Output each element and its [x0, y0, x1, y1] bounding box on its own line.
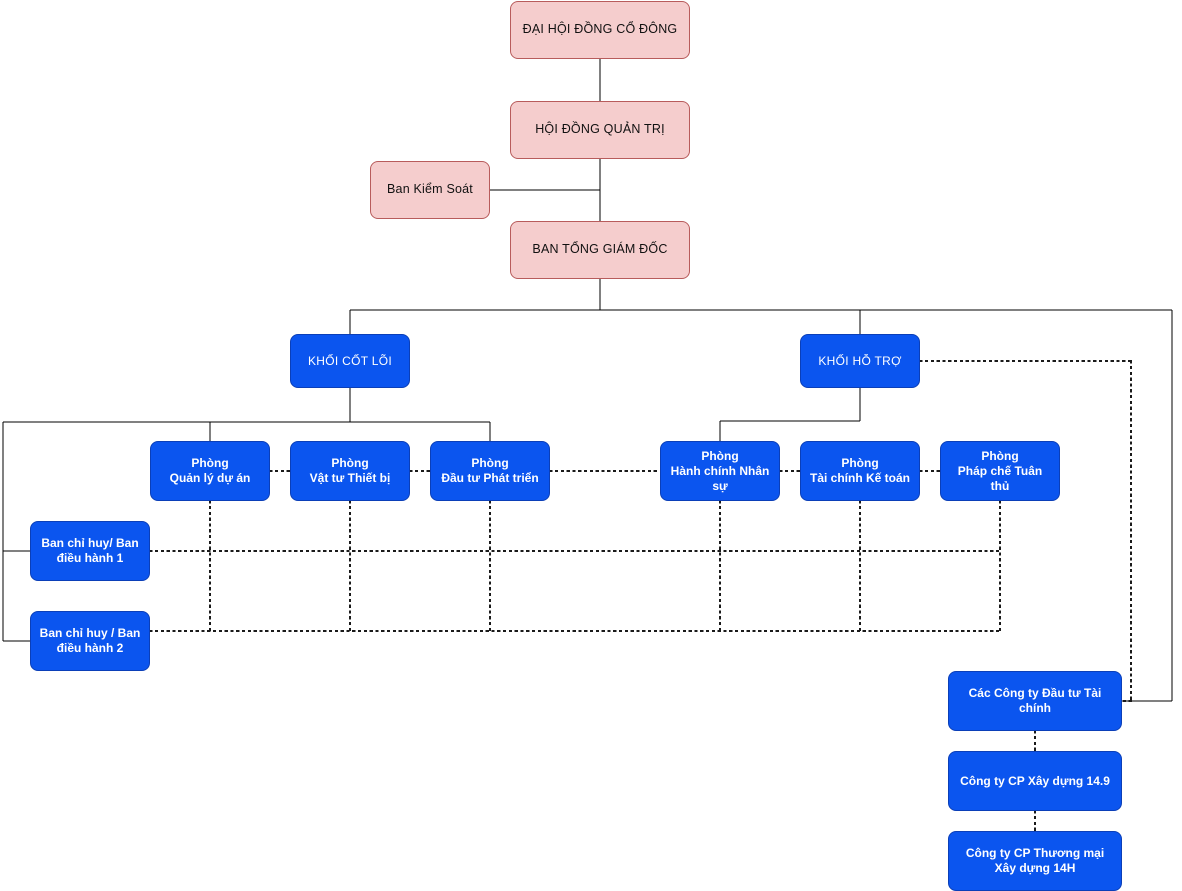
node-label: Phòng Hành chính Nhân sự	[670, 448, 770, 493]
node-label: Phòng Quản lý dự án	[169, 456, 251, 485]
node-label: Các Công ty Đầu tư Tài chính	[968, 686, 1102, 715]
node-command-board-2[interactable]: Ban chỉ huy / Ban điều hành 2	[30, 611, 150, 671]
node-executive-board[interactable]: BAN TỔNG GIÁM ĐỐC	[510, 221, 690, 279]
node-label: Phòng Tài chính Kế toán	[809, 456, 910, 485]
node-label: KHỐI HỖ TRỢ	[818, 353, 902, 368]
node-label: Phòng Vật tư Thiết bị	[309, 456, 391, 485]
node-label: Phòng Đầu tư Phát triển	[441, 456, 539, 485]
node-label: KHỐI CỐT LÕI	[307, 353, 393, 368]
node-financial-investment-companies[interactable]: Các Công ty Đầu tư Tài chính	[948, 671, 1122, 731]
node-command-board-1[interactable]: Ban chỉ huy/ Ban điều hành 1	[30, 521, 150, 581]
node-label: BAN TỔNG GIÁM ĐỐC	[532, 242, 668, 257]
node-general-shareholders-meeting[interactable]: ĐẠI HỘI ĐỒNG CỔ ĐÔNG	[510, 1, 690, 59]
node-department-project-management[interactable]: Phòng Quản lý dự án	[150, 441, 270, 501]
node-company-construction-149[interactable]: Công ty CP Xây dựng 14.9	[948, 751, 1122, 811]
node-department-finance-accounting[interactable]: Phòng Tài chính Kế toán	[800, 441, 920, 501]
node-board-of-directors[interactable]: HỘI ĐỒNG QUẢN TRỊ	[510, 101, 690, 159]
node-support-division[interactable]: KHỐI HỖ TRỢ	[800, 334, 920, 388]
node-department-investment-development[interactable]: Phòng Đầu tư Phát triển	[430, 441, 550, 501]
node-core-division[interactable]: KHỐI CỐT LÕI	[290, 334, 410, 388]
node-label: Ban chỉ huy / Ban điều hành 2	[39, 626, 141, 655]
node-company-trade-construction-14h[interactable]: Công ty CP Thương mại Xây dựng 14H	[948, 831, 1122, 891]
node-department-materials-equipment[interactable]: Phòng Vật tư Thiết bị	[290, 441, 410, 501]
node-label: Ban chỉ huy/ Ban điều hành 1	[41, 536, 139, 565]
node-label: ĐẠI HỘI ĐỒNG CỔ ĐÔNG	[522, 22, 678, 37]
node-department-admin-hr[interactable]: Phòng Hành chính Nhân sự	[660, 441, 780, 501]
node-label: Ban Kiểm Soát	[387, 182, 473, 197]
node-label: Phòng Pháp chế Tuân thủ	[957, 448, 1043, 493]
node-department-legal-compliance[interactable]: Phòng Pháp chế Tuân thủ	[940, 441, 1060, 501]
node-supervisory-board[interactable]: Ban Kiểm Soát	[370, 161, 490, 219]
node-label: Công ty CP Xây dựng 14.9	[960, 773, 1110, 788]
node-label: Công ty CP Thương mại Xây dựng 14H	[965, 846, 1105, 875]
node-label: HỘI ĐỒNG QUẢN TRỊ	[535, 122, 665, 137]
